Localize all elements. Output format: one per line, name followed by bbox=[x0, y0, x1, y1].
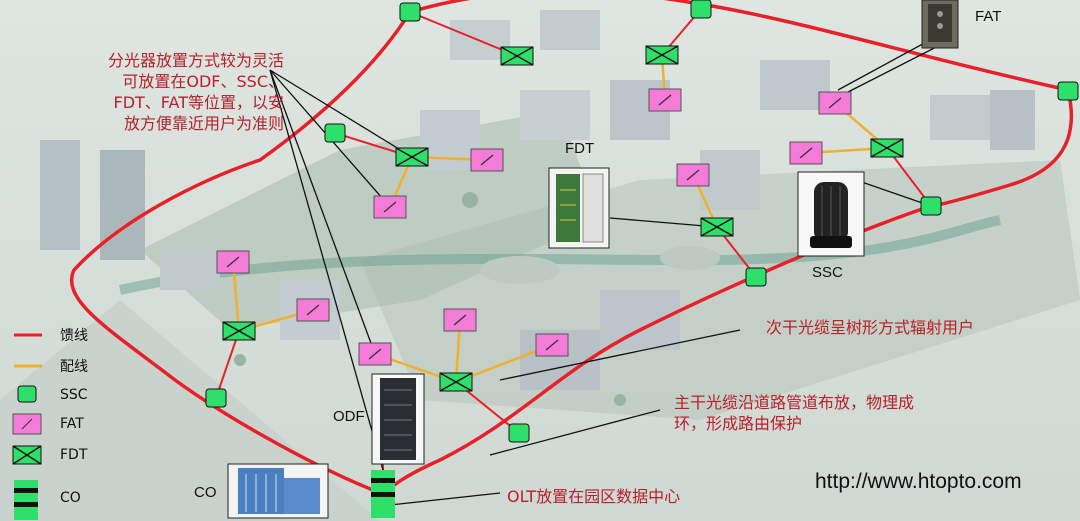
legend-symbols bbox=[12, 333, 42, 520]
fat-nodes bbox=[216, 88, 852, 366]
fat-box-picture bbox=[921, 0, 959, 49]
trunk-annotation: 主干光缆沿道路管道布放，物理成 环，形成路由保护 bbox=[674, 392, 914, 434]
olt-annotation: OLT放置在园区数据中心 bbox=[507, 487, 681, 506]
fat-label: FAT bbox=[975, 8, 1002, 25]
co-label: CO bbox=[194, 484, 217, 501]
ssc-label: SSC bbox=[812, 264, 843, 281]
splitter-note-line-2: 可放置在ODF、SSC、 bbox=[122, 72, 284, 91]
legend-fdt-label: FDT bbox=[60, 447, 88, 463]
splitter-note-line-1: 分光器放置方式较为灵活 bbox=[107, 51, 284, 70]
legend-co-label: CO bbox=[60, 490, 81, 506]
feeder-ring bbox=[70, 0, 1074, 497]
ssc-nodes bbox=[205, 0, 1079, 443]
co-node bbox=[371, 470, 395, 518]
legend-fat-label: FAT bbox=[60, 416, 84, 432]
fdt-nodes bbox=[222, 45, 904, 392]
trunk-note-line-1: 主干光缆沿道路管道布放，物理成 bbox=[674, 393, 915, 412]
legend-feeder-label: 馈线 bbox=[60, 328, 88, 344]
splitter-note-line-4: 放方便靠近用户为准则 bbox=[123, 114, 284, 133]
odf-rack-picture bbox=[371, 373, 425, 465]
odf-label: ODF bbox=[333, 408, 365, 425]
fdt-cabinet-picture bbox=[548, 167, 610, 249]
website-url: http://www.htopto.com bbox=[815, 470, 1022, 493]
splitter-note-line-3: FDT、FAT等位置，以安 bbox=[113, 93, 284, 112]
ssc-closure-picture bbox=[797, 171, 865, 257]
fdt-label: FDT bbox=[565, 140, 595, 157]
trunk-note-line-2: 环，形成路由保护 bbox=[674, 414, 803, 433]
co-building-picture bbox=[227, 463, 329, 519]
subtrunk-annotation: 次干光缆呈树形方式辐射用户 bbox=[766, 318, 975, 337]
splitter-annotation: 分光器放置方式较为灵活 可放置在ODF、SSC、 FDT、FAT等位置，以安 放… bbox=[14, 50, 284, 134]
legend-ssc-label: SSC bbox=[60, 387, 88, 403]
legend-distribution-label: 配线 bbox=[60, 359, 88, 375]
